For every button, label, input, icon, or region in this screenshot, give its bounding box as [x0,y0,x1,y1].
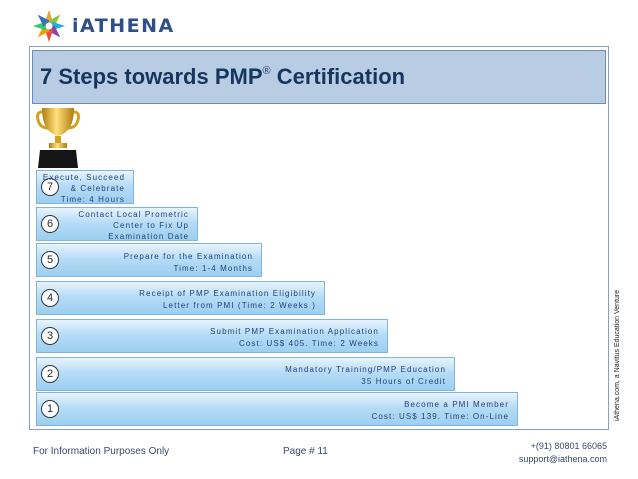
footer-disclaimer: For Information Purposes Only [33,446,169,457]
step-label: Receipt of PMP Examination Eligibility [139,288,316,299]
footer-email: support@iathena.com [519,453,607,466]
step-number: 4 [41,289,59,307]
registered-mark: ® [263,65,271,77]
step-number: 1 [41,400,59,418]
step-label: Contact Local Prometric [78,209,189,220]
trophy-icon [36,106,80,170]
step-number: 2 [41,365,59,383]
step-label: Execute, Succeed [43,172,125,183]
step-label: Submit PMP Examination Application [210,326,379,337]
step-label: Time: 1-4 Months [173,263,253,274]
footer-page-number: Page # 11 [283,446,328,457]
step-label: 35 Hours of Credit [361,376,446,387]
step-label: Time: 4 Hours [61,194,125,205]
step-label: Prepare for the Examination [124,251,253,262]
step-label: Mandatory Training/PMP Education [285,364,446,375]
step-label: Cost: US$ 139. Time: On-Line [371,411,509,422]
step-7-bar: 7 Execute, Succeed & Celebrate Time: 4 H… [36,170,134,204]
step-5-bar: 5 Prepare for the Examination Time: 1-4 … [36,243,262,277]
step-2-bar: 2 Mandatory Training/PMP Education 35 Ho… [36,357,455,391]
page-title: 7 Steps towards PMP® Certification [40,64,405,90]
step-number: 6 [41,215,59,233]
step-number: 5 [41,251,59,269]
step-number: 3 [41,327,59,345]
step-4-bar: 4 Receipt of PMP Examination Eligibility… [36,281,325,315]
step-label: Letter from PMI (Time: 2 Weeks ) [163,300,316,311]
step-label: Center to Fix Up [113,220,189,231]
footer-contact: +(91) 80801 66065 support@iathena.com [519,440,607,466]
step-label: & Celebrate [71,183,125,194]
step-label: Cost: US$ 405. Time: 2 Weeks [239,338,379,349]
title-bar: 7 Steps towards PMP® Certification [32,50,606,104]
step-3-bar: 3 Submit PMP Examination Application Cos… [36,319,388,353]
step-label: Examination Date [108,231,189,242]
step-6-bar: 6 Contact Local Prometric Center to Fix … [36,207,198,241]
brand-logo: iATHENA [32,8,175,44]
title-main: 7 Steps towards PMP [40,64,263,89]
footer-phone: +(91) 80801 66065 [519,440,607,453]
step-1-bar: 1 Become a PMI Member Cost: US$ 139. Tim… [36,392,518,426]
vertical-side-text: iAthena.com, a Navitus Education Venture [614,290,621,421]
brand-name: iATHENA [72,15,175,37]
step-label: Become a PMI Member [404,399,509,410]
title-rest: Certification [271,64,405,89]
athena-star-icon [32,9,66,43]
